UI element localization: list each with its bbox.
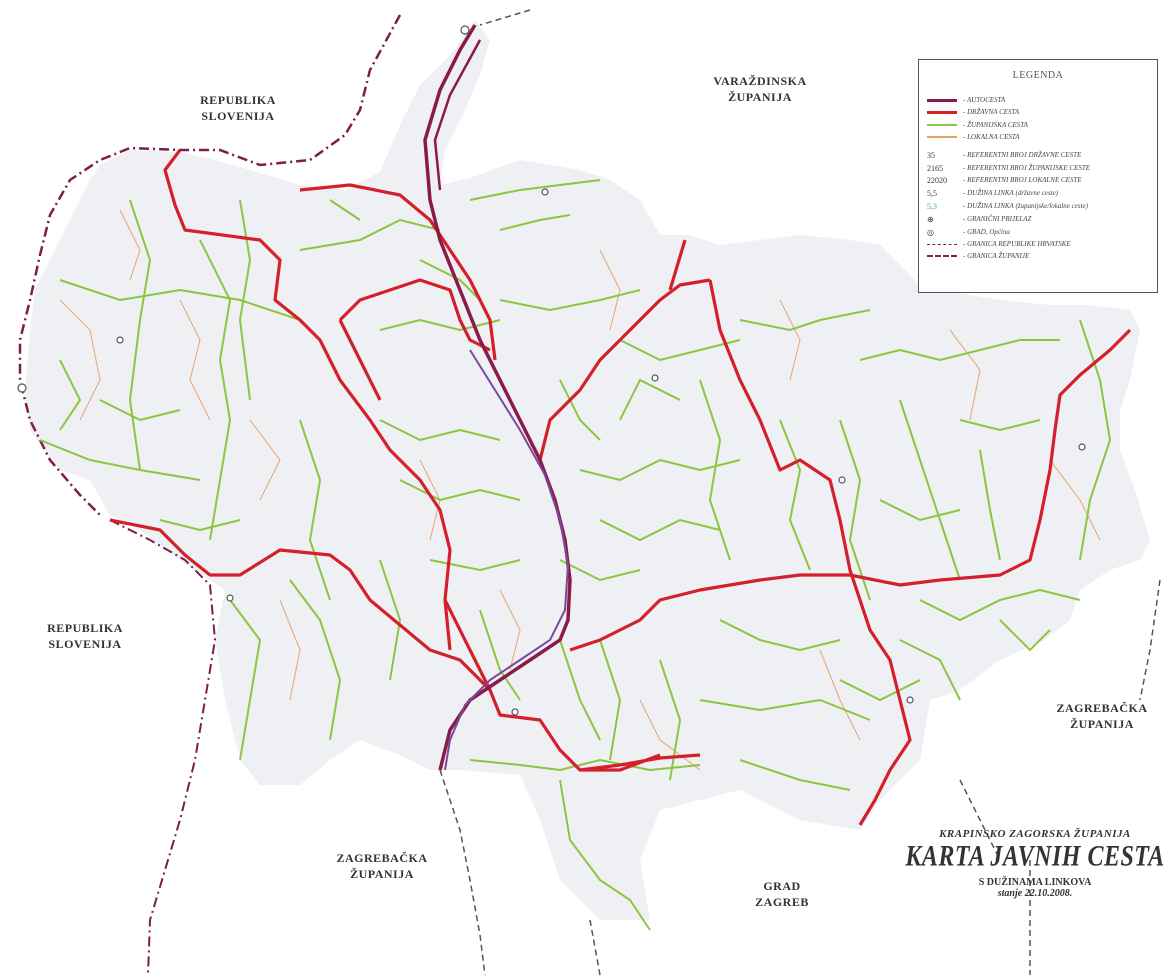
legend-item: - GRANICA ŽUPANIJE <box>927 250 1029 262</box>
legend-item: ⊕ - GRANIČNI PRIJELAZ <box>927 213 1031 225</box>
legend-label: - GRANICA ŽUPANIJE <box>963 252 1030 260</box>
legend-item: 2165 - REFERENTNI BROJ ŽUPANIJSKE CESTE <box>927 162 1090 174</box>
legend-item: 22020 - REFERENTNI BROJ LOKALNE CESTE <box>927 174 1082 186</box>
county-border-se <box>959 779 1001 861</box>
county-border-east <box>1029 579 1161 975</box>
legend-label: - GRANICA REPUBLIKE HRVATSKE <box>963 240 1071 248</box>
motorway <box>423 24 572 771</box>
motorway-inner <box>444 349 570 771</box>
map-title: KARTA JAVNIH CESTA <box>905 840 1165 874</box>
legend-item: 5,5 - DUŽINA LINKA (državne ceste) <box>927 187 1058 199</box>
state-border <box>18 14 402 516</box>
legend-item: - ŽUPANIJSKA CESTA <box>927 119 1028 131</box>
legend-symbol: ⊕ <box>927 214 934 224</box>
legend-label: - AUTOCESTA <box>963 96 1006 104</box>
legend-item: - LOKALNA CESTA <box>927 131 1020 143</box>
legend-line-swatch <box>927 131 963 143</box>
legend-item: 35 - REFERENTNI BROJ DRŽAVNE CESTE <box>927 149 1081 161</box>
legend-label: - GRAD, Općina <box>963 228 1010 236</box>
legend: LEGENDA - AUTOCESTA - DRŽAVNA CESTA - ŽUPA… <box>918 59 1158 293</box>
legend-item: 5,3 - DUŽINA LINKA (županijske/lokalne ce… <box>927 200 1088 212</box>
legend-item: - DRŽAVNA CESTA <box>927 106 1019 118</box>
title-block: KRAPINSKO ZAGORSKA ŽUPANIJA KARTA JAVNIH… <box>905 828 1165 899</box>
legend-symbol: 22020 <box>927 175 947 185</box>
county-border-north <box>479 9 531 26</box>
legend-symbol: ◎ <box>927 227 934 237</box>
legend-title: LEGENDA <box>1012 70 1064 81</box>
legend-symbol: 2165 <box>927 163 943 173</box>
legend-label: - REFERENTNI BROJ ŽUPANIJSKE CESTE <box>963 164 1091 172</box>
legend-item: ◎ - GRAD, Općina <box>927 226 1010 238</box>
town-markers <box>17 25 1086 716</box>
legend-line-swatch <box>927 250 963 262</box>
legend-label: - REFERENTNI BROJ LOKALNE CESTE <box>963 176 1082 184</box>
legend-line-swatch <box>927 94 963 106</box>
legend-label: - GRANIČNI PRIJELAZ <box>963 215 1032 223</box>
state-border-south <box>109 519 217 976</box>
legend-line-swatch <box>927 119 963 131</box>
local-roads <box>59 209 1101 771</box>
legend-line-swatch <box>927 238 963 250</box>
county-border-south <box>439 769 486 976</box>
legend-symbol: 35 <box>927 150 935 160</box>
legend-label: - REFERENTNI BROJ DRŽAVNE CESTE <box>963 151 1082 159</box>
legend-label: - DUŽINA LINKA (državne ceste) <box>963 189 1059 197</box>
map-subtitle: S DUŽINAMA LINKOVA <box>978 877 1092 888</box>
legend-label: - DRŽAVNA CESTA <box>963 108 1020 116</box>
county-border-zagreb <box>589 919 601 976</box>
title-county: KRAPINSKO ZAGORSKA ŽUPANIJA <box>939 828 1131 840</box>
state-roads <box>109 149 1132 826</box>
legend-label: - LOKALNA CESTA <box>963 133 1020 141</box>
legend-label: - DUŽINA LINKA (županijske/lokalne ceste… <box>963 202 1088 210</box>
legend-symbol: 5,5 <box>927 188 937 198</box>
legend-item: - AUTOCESTA <box>927 94 1005 106</box>
map-date: stanje 22.10.2008. <box>997 888 1073 899</box>
legend-label: - ŽUPANIJSKA CESTA <box>963 121 1028 129</box>
legend-symbol: 5,3 <box>927 201 937 211</box>
legend-line-swatch <box>927 106 963 118</box>
county-roads <box>39 179 1112 931</box>
legend-item: - GRANICA REPUBLIKE HRVATSKE <box>927 238 1071 250</box>
